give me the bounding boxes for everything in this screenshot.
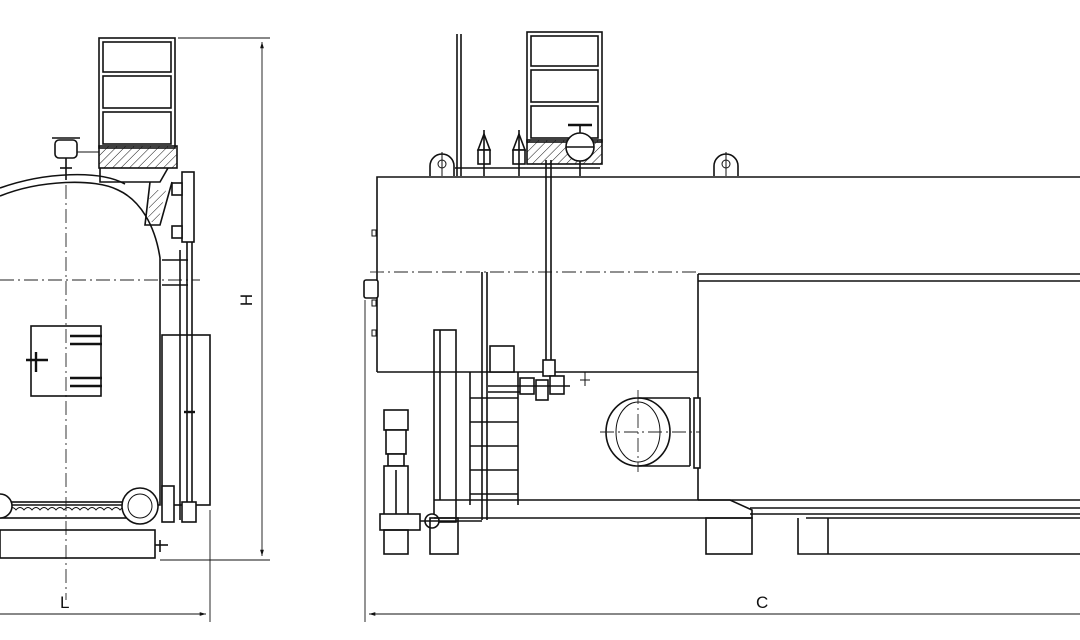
- bottom-header: [0, 485, 197, 525]
- burner-opening: [600, 390, 700, 472]
- lifting-lugs: [429, 152, 739, 176]
- boiler-shell-side-view: [363, 176, 1080, 373]
- height-dimension: H: [160, 37, 270, 561]
- water-level-column: [171, 171, 195, 510]
- boiler-shell-end-view: [0, 137, 161, 506]
- furnace-housing: [693, 273, 1080, 501]
- end-view: H L: [0, 37, 270, 622]
- length-dimension: L: [0, 510, 211, 622]
- total-length-dimension: C: [364, 300, 1080, 622]
- platform-hatch-end: [98, 145, 178, 169]
- height-label: H: [237, 294, 256, 306]
- side-view: C: [363, 31, 1080, 622]
- base-frame: [429, 499, 1080, 555]
- safety-valves: [476, 130, 527, 176]
- top-railing-end-view: [98, 37, 176, 149]
- feed-pump: [379, 409, 482, 555]
- feed-valve-cluster: [488, 372, 590, 401]
- service-ladder: [469, 345, 519, 505]
- main-steam-valve: [565, 123, 595, 176]
- length-label: L: [60, 593, 69, 612]
- total-length-label: C: [756, 593, 768, 612]
- manhole-door: [26, 325, 102, 397]
